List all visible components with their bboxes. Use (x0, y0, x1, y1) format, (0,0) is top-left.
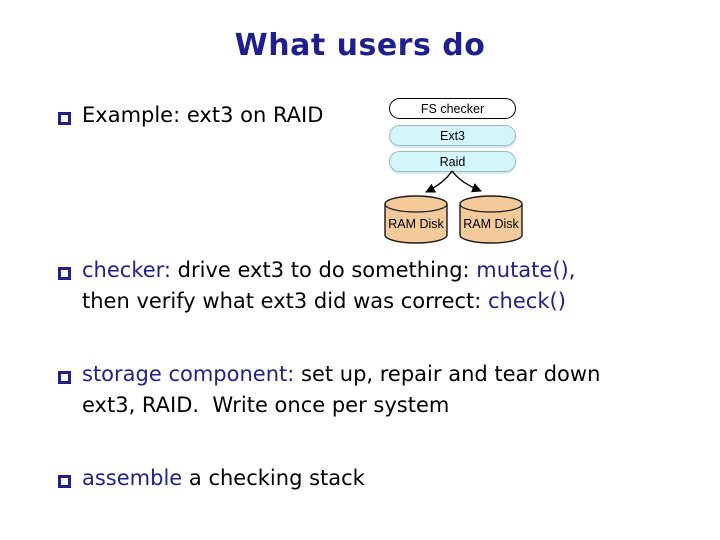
slide-title: What users do (234, 28, 486, 63)
bullet-text: checker: drive ext3 to do something: mut… (82, 255, 682, 317)
diagram-box-fs-checker: FS checker (389, 98, 516, 119)
bullet-text: assemble a checking stack (82, 463, 682, 494)
bullet-text-segment: Example: ext3 on RAID (82, 103, 324, 127)
arrow-to-left-disk (425, 170, 453, 193)
ram-disk-left-icon: RAM Disk (384, 195, 448, 244)
bullet-text-segment: assemble (82, 466, 183, 490)
bullet-text-segment: ext3, RAID. Write once per system (82, 393, 450, 417)
ram-disk-right-label: RAM Disk (463, 217, 519, 231)
ram-disk-right-icon: RAM Disk (459, 195, 523, 244)
bullet-text: Example: ext3 on RAID (82, 100, 682, 131)
bullet-text-segment: check() (488, 289, 566, 313)
disks-and-arrows-graphic: RAM Disk RAM Disk (384, 170, 523, 244)
bullet-text-segment: checker: (82, 258, 171, 282)
bullet-text-segment: drive ext3 to do something: (171, 258, 477, 282)
bullet-text-segment: set up, repair and tear down (294, 362, 601, 386)
bullet-square-icon (58, 267, 71, 280)
bullet-square-icon (58, 112, 71, 125)
bullet-text-segment: then verify what ext3 did was correct: (82, 289, 489, 313)
bullet-square-icon (58, 475, 71, 488)
ram-disk-left-label: RAM Disk (388, 217, 444, 231)
bullet-text-segment: a checking stack (182, 466, 365, 490)
diagram-box-raid: Raid (389, 151, 516, 172)
arrow-to-right-disk (451, 170, 482, 193)
bullet-text-segment: mutate(), (476, 258, 576, 282)
diagram-box-ext3: Ext3 (389, 125, 516, 146)
bullet-text: storage component: set up, repair and te… (82, 359, 682, 421)
bullet-square-icon (58, 371, 71, 384)
bullet-text-segment: storage component: (82, 362, 295, 386)
